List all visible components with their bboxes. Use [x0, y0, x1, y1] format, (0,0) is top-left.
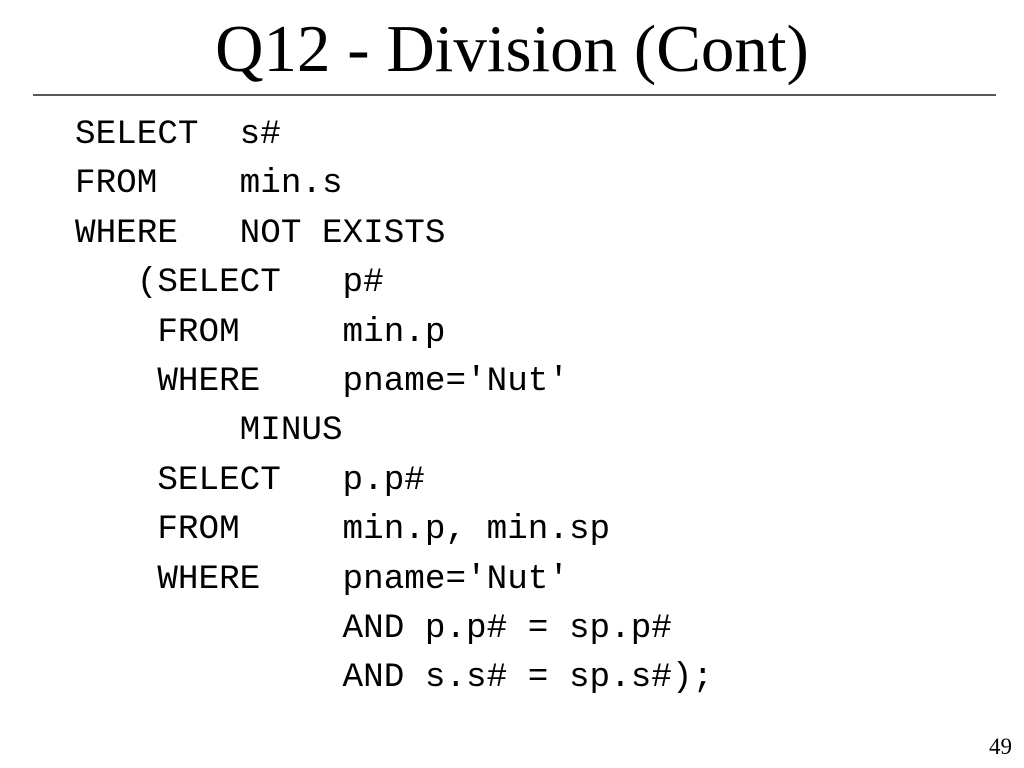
- code-line: SELECT p.p#: [75, 460, 425, 500]
- sql-code-block: SELECT s# FROM min.s WHERE NOT EXISTS (S…: [75, 110, 713, 703]
- code-line: FROM min.p, min.sp: [75, 510, 611, 550]
- code-line: SELECT s#: [75, 115, 281, 154]
- code-line: AND p.p# = sp.p#: [75, 608, 672, 648]
- code-line: WHERE pname='Nut': [75, 559, 569, 599]
- title-divider: [33, 94, 996, 96]
- code-line: MINUS: [75, 411, 343, 451]
- code-line: (SELECT p#: [75, 263, 384, 303]
- code-line: AND s.s# = sp.s#);: [75, 658, 714, 698]
- code-line: WHERE NOT EXISTS: [75, 213, 446, 253]
- code-line: FROM min.p: [75, 312, 446, 352]
- page-number: 49: [989, 734, 1012, 759]
- code-line: WHERE pname='Nut': [75, 361, 569, 401]
- slide-title: Q12 - Division (Cont): [215, 12, 809, 86]
- code-line: FROM min.s: [75, 164, 343, 204]
